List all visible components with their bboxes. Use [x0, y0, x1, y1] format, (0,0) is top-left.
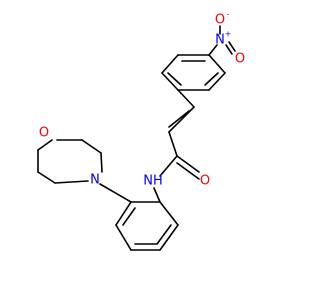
- ring-bond: [115, 224, 132, 251]
- ring-bond: [159, 224, 179, 251]
- molecule-canvas: N + O - O O NH: [0, 0, 300, 300]
- ring-double-bond: [122, 207, 136, 226]
- molecule-structure: N + O - O O NH: [0, 0, 300, 300]
- vinyl-double-bond-inner: [168, 110, 190, 128]
- morpholine-oxygen-label: O: [39, 126, 49, 141]
- carbonyl-oxygen-label: O: [200, 174, 210, 189]
- nitro-oxygen-top-charge: -: [227, 10, 230, 19]
- ring-bond: [161, 72, 179, 91]
- vinyl-double-bond: [168, 106, 195, 133]
- nitro-oxygen-top-label: O: [215, 13, 225, 28]
- morpholine-ring: N O: [37, 126, 132, 203]
- ring-double-bond: [167, 72, 182, 86]
- morpholine-bond: [37, 139, 53, 151]
- nitro-oxygen-right-label: O: [235, 52, 245, 67]
- vinyl-linker: [168, 89, 195, 157]
- ring-bond: [208, 72, 226, 91]
- nitro-n-o-bond: [225, 44, 233, 55]
- ring-bond: [161, 54, 179, 74]
- carbonyl-to-nh-bond: [159, 155, 178, 177]
- amide-nh-label: NH: [143, 174, 163, 189]
- carbonyl-double-bond-inner: [176, 162, 200, 180]
- aminophenyl-ring: [115, 201, 179, 251]
- ring-bond: [208, 54, 226, 74]
- nitro-nitrogen-label: N: [215, 33, 225, 48]
- ring-to-morpholine-bond: [99, 183, 132, 203]
- ring-to-vinyl-bond: [177, 89, 195, 108]
- ring-to-nitro-bond: [208, 44, 218, 56]
- ring-bond: [115, 201, 132, 226]
- morpholine-nitrogen-label: N: [90, 173, 100, 188]
- nitro-nitrogen-charge: +: [225, 30, 232, 39]
- ring-double-bond: [204, 72, 219, 86]
- morpholine-bond: [37, 171, 56, 184]
- background: [0, 0, 300, 300]
- nitro-group: N + O - O: [208, 10, 245, 67]
- nitrophenyl-ring: [161, 54, 226, 91]
- nitro-n-o-double-bond: [228, 41, 236, 52]
- morpholine-bond: [81, 139, 102, 154]
- vinyl-to-carbonyl-bond: [168, 131, 178, 157]
- morpholine-bond: [54, 180, 89, 184]
- nh-to-phenyl-bond: [153, 187, 161, 203]
- ring-bond: [159, 201, 179, 226]
- morpholine-bond: [100, 152, 103, 173]
- amide-group: O NH: [143, 155, 210, 203]
- carbonyl-double-bond: [176, 155, 200, 173]
- ring-double-bond: [156, 224, 172, 245]
